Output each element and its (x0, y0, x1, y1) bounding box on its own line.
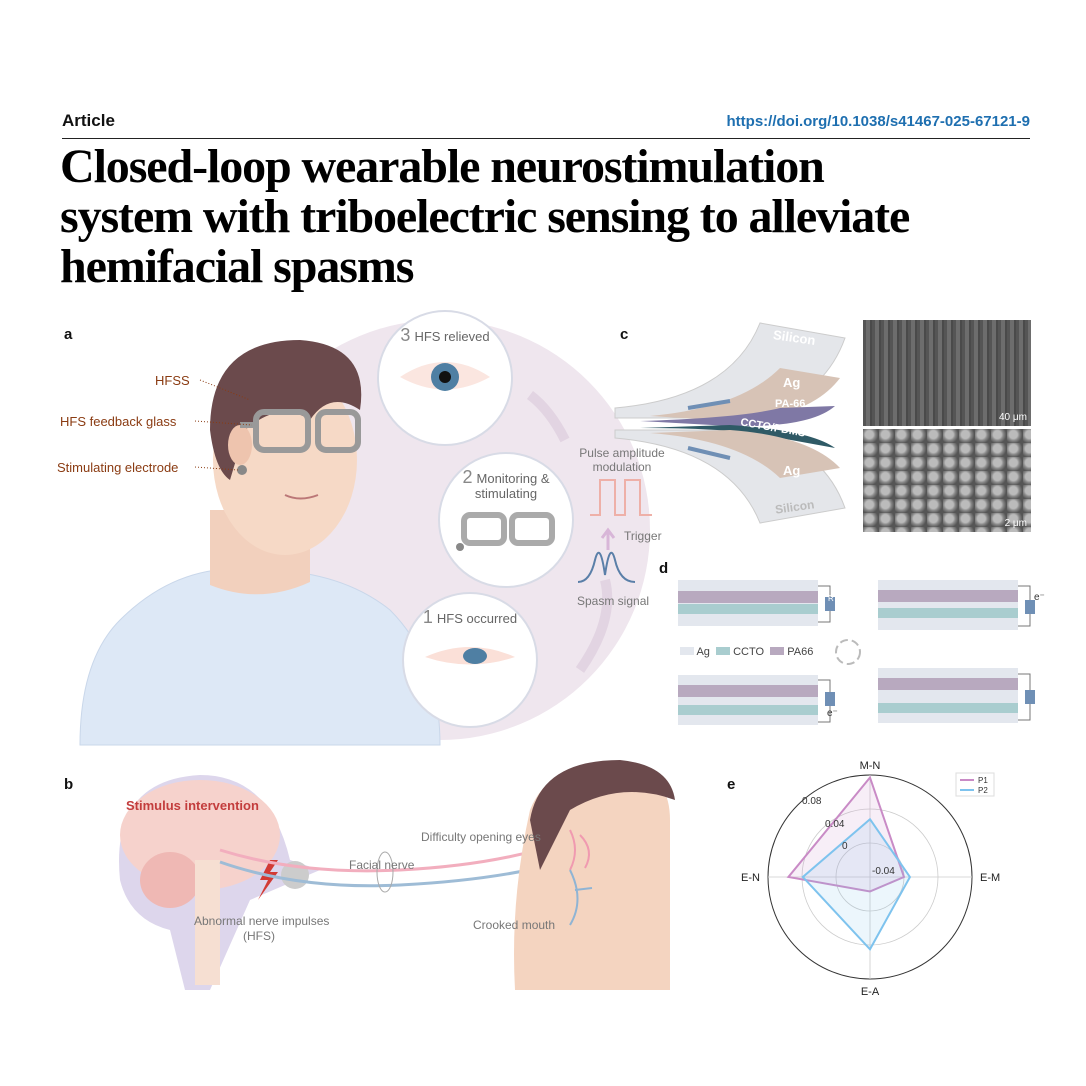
resistor-label: R (828, 594, 834, 603)
axis-label-E-A: E-A (861, 986, 880, 998)
hfs-label: (HFS) (243, 929, 275, 943)
panel-d-diagram (678, 580, 1035, 725)
scale-bar-40um: 40 μm (999, 412, 1027, 423)
trigger-arrow (600, 527, 616, 550)
spasm-signal-label: Spasm signal (577, 594, 650, 608)
radial-tick-label: 0.08 (802, 796, 822, 807)
glasses-lens-right (315, 409, 361, 453)
article-label: Article (62, 111, 115, 130)
legend-box (955, 772, 995, 797)
state-1 (678, 580, 835, 626)
spasm-signal-wave (577, 551, 636, 583)
stimulus-intervention-label: Stimulus intervention (126, 798, 259, 813)
state-3 (678, 675, 835, 725)
cycle-arrows-icon (835, 639, 861, 665)
cerebellum-shape (140, 852, 200, 908)
callout-stimulating-electrode: Stimulating electrode (57, 460, 179, 475)
panel-d-legend: Ag CCTO PA66 (680, 646, 813, 658)
nerve-ring (376, 851, 394, 893)
electrode-dot (237, 465, 247, 475)
header-rule (62, 138, 1030, 139)
panel-c-label: c (620, 326, 629, 343)
ear-shape (228, 425, 252, 465)
title-line: hemifacial spasms (60, 240, 414, 293)
layer-ag-top: Ag (783, 375, 801, 390)
radial-tick-label: 0 (842, 841, 848, 852)
abnormal-impulses-label: Abnormal nerve impulses (194, 914, 330, 928)
twitching-eye-icon (425, 647, 515, 665)
panel-b-illustration (119, 760, 675, 990)
sem-image-pa66: 40 μm (863, 320, 1031, 426)
legend-label-P1: P1 (978, 776, 988, 785)
axis-label-E-N: E-N (741, 872, 760, 884)
axis-label-M-N: M-N (860, 760, 881, 772)
facial-nerve-label: Facial nerve (349, 858, 415, 872)
lightning-icon (258, 860, 278, 900)
layer-pa66: PA-66 (775, 398, 806, 410)
radar-series-P1 (786, 775, 906, 893)
radial-tick-label: -0.04 (872, 866, 895, 877)
radar-series-P2 (801, 817, 912, 951)
axis-label-E-M: E-M (980, 872, 1000, 884)
sem-image-ccto: 2 μm (863, 429, 1031, 532)
electron-label: e⁻ (1034, 592, 1045, 603)
electron-label: e⁻ (827, 708, 838, 719)
teng-device-illustration (614, 322, 846, 524)
pulse-modulation-label: Pulse amplitude modulation (579, 446, 665, 474)
title-line: Closed-loop wearable neurostimulation (60, 140, 825, 193)
callout-hfss: HFSS (155, 373, 190, 388)
panel-b-label: b (64, 776, 74, 793)
scale-bar-2um: 2 μm (1004, 518, 1027, 529)
doi-link[interactable]: https://doi.org/10.1038/s41467-025-67121… (726, 113, 1031, 130)
state-2 (878, 580, 1035, 630)
panel-d-label: d (659, 560, 669, 577)
panel-a-label: a (64, 326, 73, 343)
radial-tick-label: 0.04 (825, 819, 845, 830)
crooked-mouth-label: Crooked mouth (473, 918, 556, 932)
brainstem-shape (195, 860, 220, 985)
callout-feedback-glass: HFS feedback glass (60, 414, 177, 429)
paper-title: Closed-loop wearable neurostimulation sy… (60, 142, 1050, 292)
layer-ag-bottom: Ag (783, 463, 801, 478)
difficulty-opening-eyes-label: Difficulty opening eyes (421, 830, 541, 844)
pulse-wave (590, 479, 652, 516)
glasses-icon (456, 512, 555, 551)
face-b-hair (530, 760, 675, 870)
glasses-lens-left (253, 409, 311, 453)
open-eye-icon (400, 362, 490, 391)
panel-e-label: e (727, 776, 736, 793)
title-line: system with triboelectric sensing to all… (60, 190, 910, 243)
trigger-label: Trigger (624, 529, 662, 543)
state-4 (878, 668, 1035, 723)
legend-label-P2: P2 (978, 786, 988, 795)
